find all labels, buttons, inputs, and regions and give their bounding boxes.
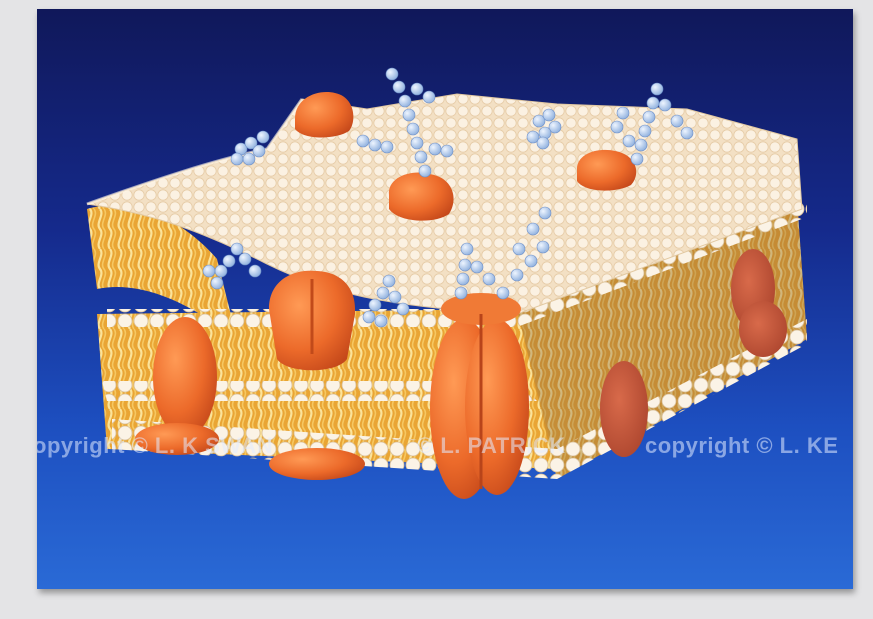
glycan-bead bbox=[617, 107, 629, 119]
glycan-bead bbox=[497, 287, 509, 299]
glycan-bead bbox=[215, 265, 227, 277]
glycan-bead bbox=[511, 269, 523, 281]
transmembrane-protein bbox=[153, 317, 217, 437]
glycan-bead bbox=[539, 207, 551, 219]
glycan-bead bbox=[377, 287, 389, 299]
glycan-bead bbox=[423, 91, 435, 103]
glycan-bead bbox=[411, 137, 423, 149]
glycan-bead bbox=[239, 253, 251, 265]
glycan-bead bbox=[643, 111, 655, 123]
membrane-illustration-frame: opyright © L. K SWAN © L. PATRICK copyri… bbox=[37, 9, 853, 589]
glycan-bead bbox=[639, 125, 651, 137]
glycan-bead bbox=[231, 243, 243, 255]
glycan-bead bbox=[459, 259, 471, 271]
glycan-bead bbox=[253, 145, 265, 157]
glycan-bead bbox=[471, 261, 483, 273]
glycan-bead bbox=[681, 127, 693, 139]
glycan-bead bbox=[363, 311, 375, 323]
glycan-bead bbox=[419, 165, 431, 177]
glycan-bead bbox=[407, 123, 419, 135]
surface-protein bbox=[577, 150, 636, 191]
glycan-bead bbox=[429, 143, 441, 155]
glycan-bead bbox=[389, 291, 401, 303]
transmembrane-protein bbox=[600, 361, 648, 457]
glycan-bead bbox=[525, 255, 537, 267]
glycan-bead bbox=[403, 109, 415, 121]
glycan-bead bbox=[457, 273, 469, 285]
glycan-bead bbox=[397, 303, 409, 315]
glycan-bead bbox=[249, 265, 261, 277]
glycan-bead bbox=[623, 135, 635, 147]
glycan-bead bbox=[203, 265, 215, 277]
watermark-text: © L. PATRICK bbox=[417, 433, 566, 459]
glycan-bead bbox=[381, 141, 393, 153]
glycan-bead bbox=[537, 241, 549, 253]
glycan-bead bbox=[257, 131, 269, 143]
glycan-bead bbox=[631, 153, 643, 165]
glycan-bead bbox=[375, 315, 387, 327]
surface-protein bbox=[389, 173, 454, 221]
glycan-bead bbox=[369, 139, 381, 151]
glycan-bead bbox=[223, 255, 235, 267]
glycan-bead bbox=[647, 97, 659, 109]
glycan-bead bbox=[455, 287, 467, 299]
glycan-bead bbox=[357, 135, 369, 147]
glycan-bead bbox=[411, 83, 423, 95]
glycan-bead bbox=[243, 153, 255, 165]
watermark-text: copyright © L. KE bbox=[645, 433, 838, 459]
glycan-bead bbox=[399, 95, 411, 107]
peripheral-protein bbox=[269, 448, 365, 480]
glycan-bead bbox=[393, 81, 405, 93]
cell-membrane-illustration bbox=[37, 9, 853, 589]
glycan-bead bbox=[611, 121, 623, 133]
glycan-bead bbox=[483, 273, 495, 285]
glycan-bead bbox=[415, 151, 427, 163]
glycan-bead bbox=[659, 99, 671, 111]
watermark-text: opyright © L. K SWAN bbox=[37, 433, 273, 459]
glycan-bead bbox=[383, 275, 395, 287]
glycan-bead bbox=[369, 299, 381, 311]
glycan-bead bbox=[635, 139, 647, 151]
glycan-bead bbox=[386, 68, 398, 80]
glycan-bead bbox=[441, 145, 453, 157]
glycan-bead bbox=[461, 243, 473, 255]
glycan-bead bbox=[543, 109, 555, 121]
glycan-bead bbox=[527, 223, 539, 235]
glycan-bead bbox=[513, 243, 525, 255]
glycan-bead bbox=[537, 137, 549, 149]
glycan-bead bbox=[211, 277, 223, 289]
glycan-bead bbox=[231, 153, 243, 165]
glycan-bead bbox=[671, 115, 683, 127]
glycan-bead bbox=[651, 83, 663, 95]
